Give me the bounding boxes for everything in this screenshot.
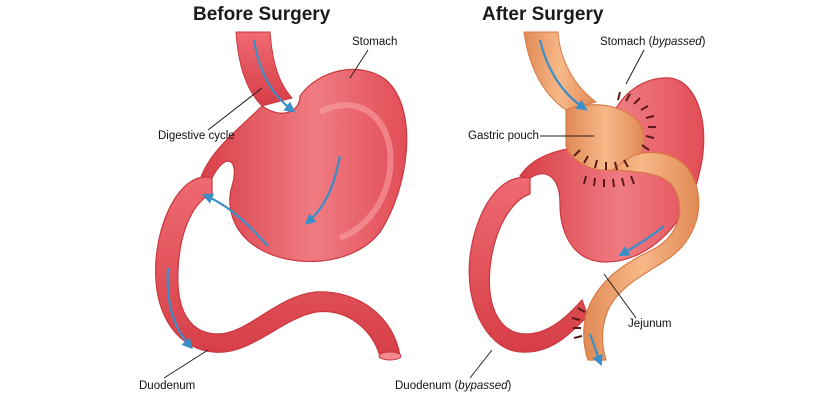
after-esophagus (523, 31, 598, 111)
after-staple-lines (571, 91, 656, 339)
label-jejunum: Jejunum (628, 318, 672, 330)
leader-lines (163, 49, 645, 379)
before-digestive-arrows (166, 39, 342, 350)
before-esophagus (235, 31, 293, 107)
after-jejunum (583, 151, 700, 361)
label-stomach-bypassed: Stomach (bypassed) (600, 36, 706, 48)
after-gastric-pouch (565, 104, 645, 171)
label-stomach-bypassed-close: ) (701, 36, 706, 48)
after-digestive-arrows (538, 39, 665, 367)
title-before-surgery: Before Surgery (193, 4, 331, 25)
before-stomach (199, 68, 408, 262)
label-stomach-bypassed-em: bypassed (652, 36, 702, 48)
label-duodenum-bypassed-em: bypassed (458, 380, 508, 392)
before-duodenum (155, 176, 402, 361)
label-digestive-cycle: Digestive cycle (158, 130, 235, 142)
label-duodenum-bypassed-text: Duodenum ( (395, 380, 459, 392)
label-duodenum-bypassed-close: ) (507, 380, 512, 392)
label-duodenum: Duodenum (139, 380, 196, 392)
label-gastric-pouch: Gastric pouch (468, 130, 539, 142)
label-duodenum-bypassed: Duodenum (bypassed) (395, 380, 511, 392)
label-stomach-bypassed-text: Stomach ( (600, 36, 653, 48)
label-stomach: Stomach (352, 36, 398, 48)
title-after-surgery: After Surgery (482, 4, 604, 25)
